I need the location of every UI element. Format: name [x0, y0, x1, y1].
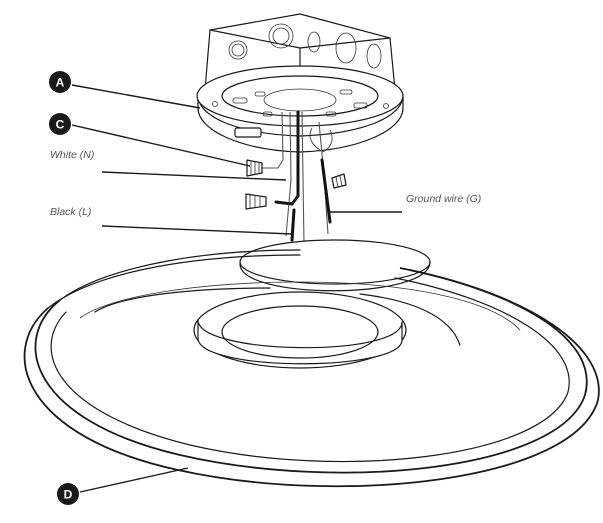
mounting-bracket [196, 65, 404, 153]
label-black-wire: Black (L) [50, 206, 91, 218]
label-ground-wire: Ground wire (G) [406, 193, 481, 205]
wire-nut-black [245, 193, 267, 210]
callout-d-letter: D [64, 488, 73, 502]
wires [262, 110, 333, 245]
leader-white [101, 171, 287, 181]
leader-c [71, 124, 251, 167]
wire-nut-white [246, 159, 263, 177]
leader-lines [71, 84, 402, 493]
callout-c-letter: C [56, 118, 65, 132]
leader-d [79, 467, 189, 493]
callout-d: D [57, 483, 79, 505]
leader-black [101, 225, 293, 235]
wire-nut-ground [331, 173, 347, 189]
label-white-wire: White (N) [50, 149, 94, 161]
leader-a [71, 84, 201, 109]
callout-a: A [49, 71, 71, 93]
callout-a-letter: A [56, 76, 65, 90]
callout-c: C [49, 113, 71, 135]
wire-connectors [245, 159, 347, 210]
fixture-ring [23, 239, 600, 488]
